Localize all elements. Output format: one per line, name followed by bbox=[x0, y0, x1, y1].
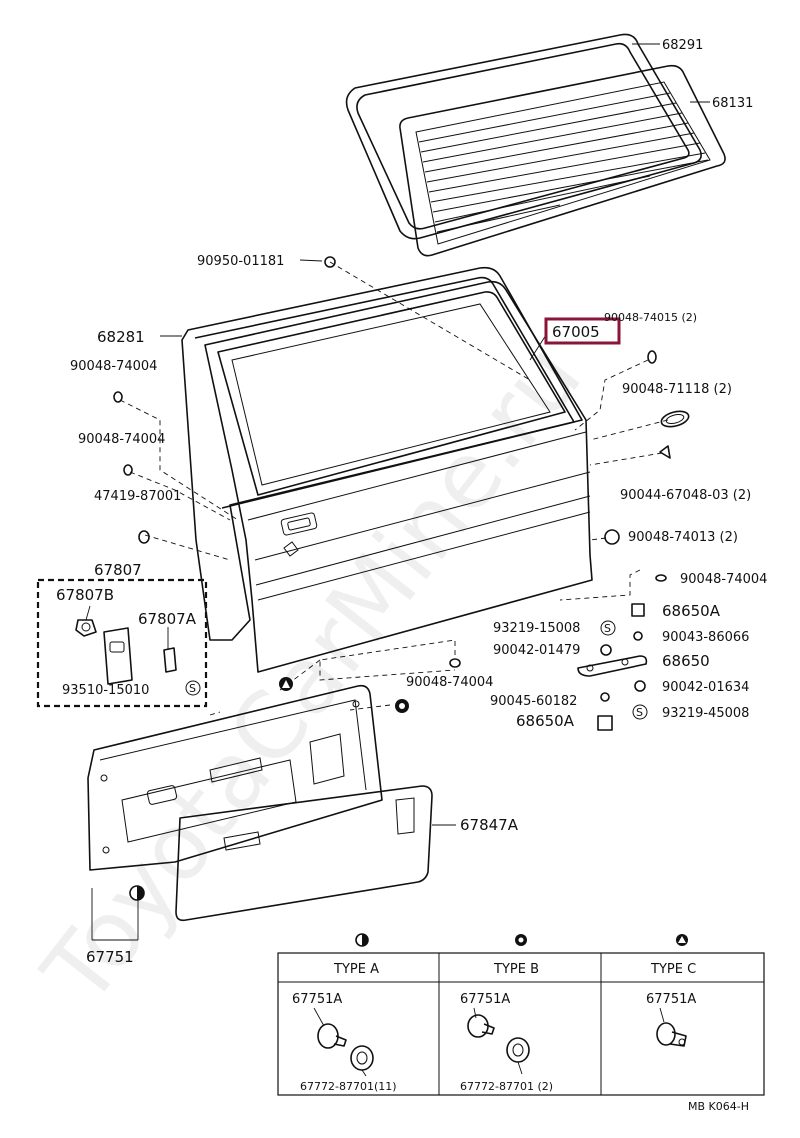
label-93510-15010: 93510-15010 bbox=[62, 683, 149, 698]
label-67751: 67751 bbox=[86, 948, 134, 966]
type-b-header: TYPE B bbox=[493, 962, 539, 977]
label-90042-01479: 90042-01479 bbox=[493, 643, 580, 658]
label-90048-74004-a: 90048-74004 bbox=[70, 359, 157, 374]
label-47419-87001: 47419-87001 bbox=[94, 489, 181, 504]
type-b-part1: 67751A bbox=[460, 992, 510, 1007]
label-93219-15008: 93219-15008 bbox=[493, 621, 580, 636]
defogger-lines bbox=[418, 92, 709, 233]
clip-90950-01181 bbox=[324, 256, 336, 268]
inner-door-panel bbox=[87, 684, 383, 871]
plug-90048-74004-left-a bbox=[113, 391, 123, 403]
label-90042-01634: 90042-01634 bbox=[662, 680, 749, 695]
svg-text:S: S bbox=[189, 682, 196, 695]
plug-90048-74004-bottom bbox=[449, 658, 461, 668]
clip-type-markers bbox=[129, 677, 409, 901]
label-93219-45008: 93219-45008 bbox=[662, 706, 749, 721]
label-90045-60182: 90045-60182 bbox=[490, 694, 577, 709]
label-67807: 67807 bbox=[94, 561, 142, 579]
plug-90048-74004-right bbox=[655, 574, 667, 582]
watermark-text: ToyotaCarMine.ru bbox=[22, 324, 602, 1024]
label-68281: 68281 bbox=[97, 328, 145, 346]
label-68650A-top: 68650A bbox=[662, 602, 721, 620]
label-68131: 68131 bbox=[712, 96, 753, 111]
s-symbol-icon: S bbox=[185, 680, 201, 696]
label-90048-74013: 90048-74013 (2) bbox=[628, 530, 738, 545]
trim-board-67847A bbox=[175, 785, 433, 922]
label-67005[interactable]: 67005 bbox=[552, 323, 600, 341]
type-a-clip-icon bbox=[313, 1007, 374, 1077]
plug-90048-74013 bbox=[604, 529, 620, 545]
plug-90048-74015 bbox=[647, 350, 657, 364]
part-67807B bbox=[75, 619, 97, 637]
type-c-part1: 67751A bbox=[646, 992, 696, 1007]
part-labels: 68291 68131 90950-01181 68281 67005 9004… bbox=[56, 38, 767, 966]
dashed-leaders bbox=[119, 261, 669, 716]
label-68291: 68291 bbox=[662, 38, 703, 53]
label-68650A-bottom: 68650A bbox=[516, 712, 575, 730]
label-90043-86066: 90043-86066 bbox=[662, 630, 749, 645]
back-door-panel-67005 bbox=[204, 280, 593, 673]
hinge-68650 bbox=[577, 655, 648, 677]
label-90048-71118: 90048-71118 (2) bbox=[622, 382, 732, 397]
label-90048-74004-d: 90048-74004 bbox=[406, 675, 493, 690]
svg-text:S: S bbox=[636, 706, 643, 719]
type-c-header: TYPE C bbox=[650, 962, 696, 977]
s-symbol-icon: S bbox=[600, 620, 616, 636]
hinge-bolt-68650A-top bbox=[631, 603, 645, 617]
glass-weatherstrip-68291 bbox=[345, 33, 702, 240]
plug-47419-87001 bbox=[138, 530, 150, 544]
svg-text:S: S bbox=[604, 622, 611, 635]
label-90044-67048-03: 90044-67048-03 (2) bbox=[620, 488, 751, 503]
label-90048-74004-b: 90048-74004 bbox=[78, 432, 165, 447]
s-symbol-icon: S bbox=[632, 704, 648, 720]
door-weatherstrip-68281 bbox=[181, 266, 583, 641]
hinge-bolt-68650A-bottom bbox=[597, 715, 613, 731]
plug-90048-74004-left-b bbox=[123, 464, 133, 476]
part-67807A-lever bbox=[163, 647, 177, 673]
label-67847A: 67847A bbox=[460, 816, 519, 834]
diagram-code: MB K064-H bbox=[688, 1100, 749, 1113]
label-90950-01181: 90950-01181 bbox=[197, 254, 284, 269]
group-67807 bbox=[36, 578, 208, 708]
label-68650: 68650 bbox=[662, 652, 710, 670]
leader-lines bbox=[85, 43, 710, 941]
type-a-header: TYPE A bbox=[333, 962, 379, 977]
type-b-part2: 67772-87701 (2) bbox=[460, 1080, 553, 1093]
small-hardware bbox=[113, 256, 690, 731]
label-67807A: 67807A bbox=[138, 610, 197, 628]
type-a-part1: 67751A bbox=[292, 992, 342, 1007]
s-symbols: S S S bbox=[185, 620, 648, 720]
label-90048-74015: 90048-74015 (2) bbox=[604, 311, 697, 324]
plug-90048-71118 bbox=[660, 410, 690, 428]
highlight-67005 bbox=[544, 317, 621, 345]
label-90048-74004-c: 90048-74004 bbox=[680, 572, 767, 587]
clip-90044-67048-03 bbox=[659, 445, 671, 459]
clip-type-legend: TYPE A TYPE B TYPE C 67751A 67751A 67751… bbox=[277, 933, 765, 1096]
type-c-clip-icon bbox=[656, 1007, 687, 1047]
type-b-clip-icon bbox=[467, 1007, 530, 1075]
part-67807A-handle bbox=[103, 627, 133, 685]
label-67807B: 67807B bbox=[56, 586, 114, 604]
type-a-part2: 67772-87701(11) bbox=[300, 1080, 397, 1093]
back-door-glass-68131 bbox=[399, 64, 726, 257]
